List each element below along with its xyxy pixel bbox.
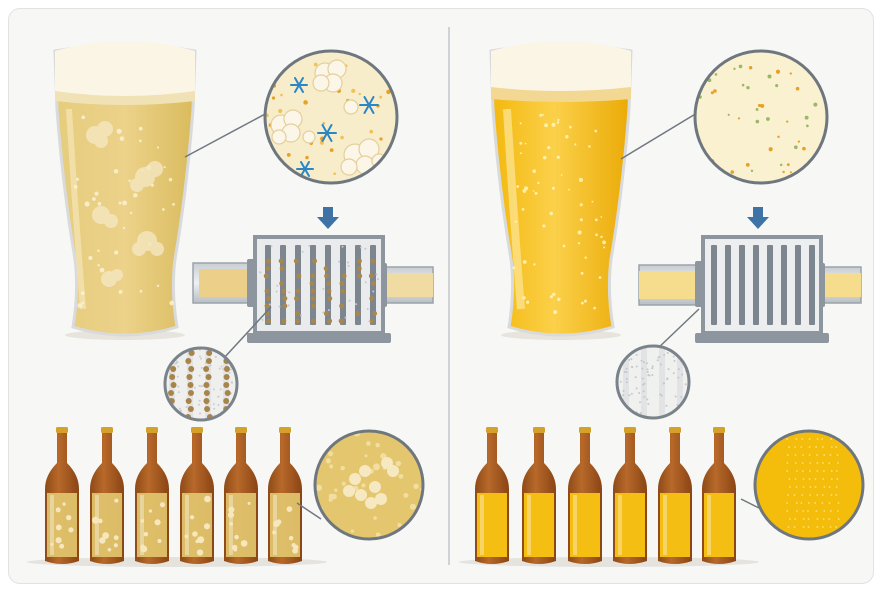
clear-bottle-magnifier xyxy=(755,431,863,539)
illustration-frame xyxy=(8,8,874,584)
down-arrow-icon xyxy=(747,207,769,229)
hazy-pint-glass xyxy=(55,41,195,340)
clear-particles-magnifier xyxy=(695,51,827,183)
down-arrow-icon xyxy=(317,207,339,229)
callout-line xyxy=(185,113,267,157)
clear-bottle-row xyxy=(459,427,759,567)
callout-line xyxy=(621,113,697,159)
clean-mesh-magnifier xyxy=(617,345,689,421)
beer-filtration-illustration xyxy=(9,9,873,583)
clogged-filter-housing xyxy=(193,237,433,343)
callout-line xyxy=(655,309,699,351)
hazy-bottle-row xyxy=(27,427,327,567)
hazy-bottle-magnifier xyxy=(315,430,425,540)
clear-pint-glass xyxy=(491,41,631,340)
clogged-mesh-magnifier xyxy=(165,347,237,423)
clean-filter-housing xyxy=(639,237,861,343)
hazy-particles-magnifier xyxy=(265,51,397,183)
